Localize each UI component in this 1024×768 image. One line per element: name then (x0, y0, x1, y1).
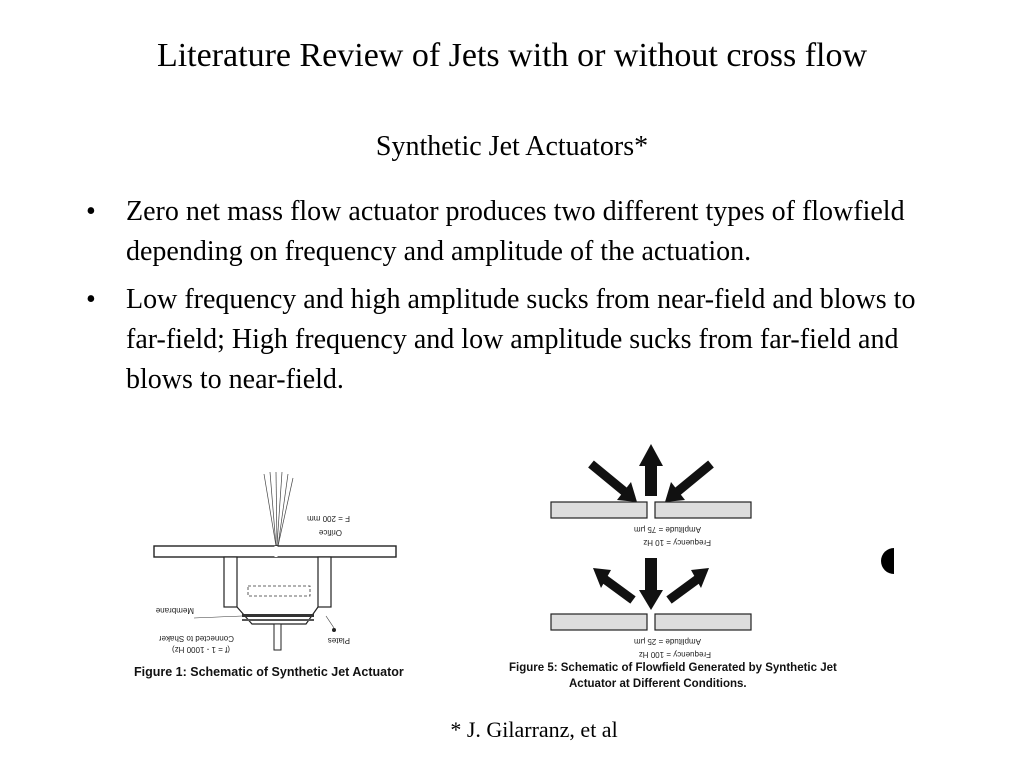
plate-upper-left (550, 501, 648, 519)
bullet-item: • Zero net mass flow actuator produces t… (86, 192, 926, 272)
figure-1-drawing: F = 200 mm Orifice Membrane Connected to… (153, 471, 397, 654)
plate-lower-left (550, 613, 648, 631)
bullet-text: Zero net mass flow actuator produces two… (126, 196, 905, 267)
footnote: * J. Gilarranz, et al (450, 717, 618, 742)
membrane-outline (247, 585, 311, 597)
bullet-item: • Low frequency and high amplitude sucks… (86, 280, 926, 400)
lower-frequency: Frequency = 100 Hz (639, 650, 711, 659)
label-shaker: Connected to Shaker (159, 634, 234, 643)
half-circle-mark-icon (881, 548, 894, 574)
slide-title: Literature Review of Jets with or withou… (156, 37, 868, 74)
label-membrane: Membrane (155, 606, 194, 615)
plate-lower-right (654, 613, 752, 631)
arrow-down-icon (639, 558, 663, 610)
bullet-marker: • (86, 196, 96, 227)
figure-5-drawing: Amplitude = 75 μm Frequency = 10 Hz Ampl… (550, 444, 752, 659)
arrow-down-left-icon (665, 460, 714, 502)
upper-amplitude: Amplitude = 75 μm (634, 525, 701, 534)
label-plates: Plates (328, 636, 350, 645)
slide-subtitle: Synthetic Jet Actuators* (375, 131, 649, 162)
arrow-down-right-icon (588, 460, 637, 502)
jet-plume-icon (263, 471, 294, 547)
label-shaker-frequency: (f = 1 - 1000 Hz) (172, 645, 230, 654)
figure-5: Amplitude = 75 μm Frequency = 10 Hz Ampl… (505, 440, 905, 695)
figure-1: F = 200 mm Orifice Membrane Connected to… (130, 468, 430, 686)
figure-1-caption: Figure 1: Schematic of Synthetic Jet Act… (134, 665, 404, 679)
arrow-up-icon (639, 444, 663, 496)
cavity-wall-right (317, 556, 332, 608)
bullet-marker: • (86, 284, 96, 315)
figure-5-caption-line1: Figure 5: Schematic of Flowfield Generat… (509, 662, 837, 674)
membrane-layer (242, 619, 314, 621)
plate-upper-right (654, 501, 752, 519)
bullet-text: Low frequency and high amplitude sucks f… (126, 284, 916, 395)
shaker-rod (273, 623, 282, 651)
membrane-layer (242, 614, 314, 617)
bullet-list: • Zero net mass flow actuator produces t… (86, 192, 926, 408)
label-orifice: Orifice (318, 528, 342, 537)
lower-amplitude: Amplitude = 25 μm (634, 637, 701, 646)
figure-5-caption-line2: Actuator at Different Conditions. (569, 678, 747, 690)
arrow-up-left-icon (593, 568, 636, 604)
cavity-wall-left (223, 556, 238, 608)
upper-frequency: Frequency = 10 Hz (643, 538, 711, 547)
arrow-up-right-icon (666, 568, 709, 604)
label-focal-length: F = 200 mm (307, 514, 350, 523)
